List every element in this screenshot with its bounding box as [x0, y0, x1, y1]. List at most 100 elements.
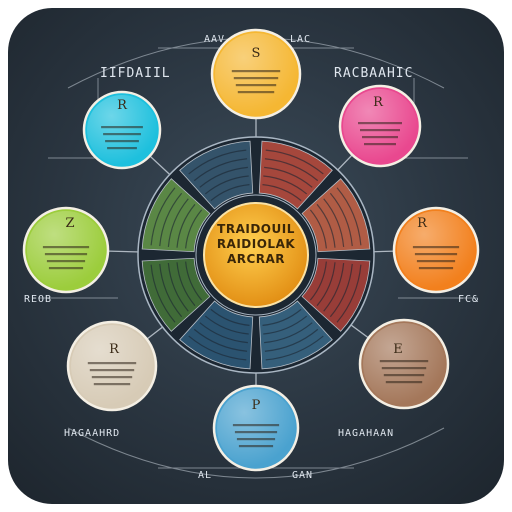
diagram-card: TRAIDOUIL RAIDIOLAK ARCRAR S R R E P R Z…	[8, 8, 504, 504]
center-line-1: TRAIDOUIL	[217, 222, 295, 236]
node-text-line	[418, 267, 454, 270]
annotation-top-left-small: AAV	[204, 34, 226, 45]
node-text-line	[44, 253, 88, 256]
node-shine	[343, 89, 417, 163]
annotation-top-right-small: LAC	[290, 34, 312, 45]
annotation-bottom-right-ref: FC&	[458, 294, 480, 305]
node-text-line	[379, 360, 429, 363]
segment-texture	[159, 263, 183, 318]
annotation-bottom-left-label: HAGAAHRD	[64, 428, 121, 439]
segment-texture	[150, 264, 176, 323]
segment-texture	[188, 335, 247, 361]
node-text-line	[46, 260, 86, 263]
segment-texture	[323, 198, 345, 247]
wheel-segment	[179, 140, 254, 210]
wheel-segment	[258, 300, 333, 370]
node-glyph-top-right: R	[373, 95, 383, 110]
wheel-segments	[141, 140, 371, 370]
segment-texture	[210, 184, 250, 202]
node-text-line	[48, 267, 84, 270]
annotation-bottom-left-small: AL	[198, 470, 213, 481]
segment-texture	[185, 209, 203, 249]
segment-texture	[167, 198, 189, 247]
segment-texture	[265, 335, 324, 361]
wheel-segment	[258, 140, 333, 210]
segment-texture	[204, 175, 249, 195]
node-glyph-top: S	[251, 46, 261, 61]
segment-texture	[323, 263, 345, 312]
segment-texture	[265, 149, 324, 175]
node-shine	[27, 211, 105, 289]
segment-texture	[264, 328, 319, 352]
wheel-segment	[141, 178, 211, 253]
center-label: TRAIDOUIL RAIDIOLAK ARCRAR	[206, 222, 306, 267]
node-text-line	[93, 383, 131, 386]
annotation-bottom-right-small: GAN	[292, 470, 314, 481]
node-text-line	[232, 424, 280, 427]
node-text-line	[233, 77, 279, 80]
segment-texture	[210, 308, 250, 326]
segment-texture	[193, 328, 248, 352]
segment-texture	[263, 315, 308, 335]
node-text-line	[381, 367, 427, 370]
annotation-top-left-title: IIFDAIIL	[100, 66, 171, 81]
segment-texture	[262, 308, 302, 326]
node-text-line	[105, 140, 139, 143]
segment-texture	[167, 263, 189, 312]
segment-texture	[263, 175, 308, 195]
node-text-line	[416, 260, 456, 263]
node-glyph-bottom-left: R	[109, 342, 119, 357]
node-text-line	[238, 445, 274, 448]
node-glyph-left: Z	[65, 216, 75, 231]
node-text-line	[383, 374, 425, 377]
segment-texture	[193, 158, 248, 182]
segment-texture	[150, 187, 176, 246]
node-text-line	[237, 91, 275, 94]
segment-texture	[262, 184, 302, 202]
center-circle	[203, 202, 309, 308]
node-shine	[87, 95, 157, 165]
annotation-left-ref: REOB	[24, 294, 53, 305]
node-text-line	[364, 143, 396, 146]
node-text-line	[107, 147, 137, 150]
segment-texture	[309, 209, 327, 249]
node-text-line	[362, 136, 398, 139]
segment-texture	[199, 322, 248, 344]
annotation-top-right-title: RACBAAHIC	[334, 66, 414, 81]
node-text-line	[412, 246, 460, 249]
segment-texture	[309, 261, 327, 301]
node-shine	[215, 33, 297, 115]
wheel-segment	[301, 257, 371, 332]
segment-texture	[329, 192, 353, 247]
segment-texture	[336, 187, 362, 246]
outer-nodes	[22, 28, 480, 472]
node-text-line	[101, 126, 143, 129]
node-text-line	[234, 431, 278, 434]
node-text-line	[91, 376, 133, 379]
node-text-line	[231, 70, 281, 73]
segment-texture	[188, 149, 247, 175]
segment-texture	[176, 262, 196, 307]
node-text-line	[360, 129, 400, 132]
node-text-line	[87, 362, 137, 365]
segment-texture	[264, 166, 313, 188]
segment-texture	[264, 322, 313, 344]
node-text-line	[236, 438, 276, 441]
segment-texture	[316, 262, 336, 307]
wheel-diagram	[22, 28, 480, 479]
node-glyph-bottom-right: E	[393, 342, 403, 357]
center-line-2: RAIDIOLAK	[216, 237, 296, 251]
segment-texture	[199, 166, 248, 188]
annotation-bottom-right-label: HAGAHAAN	[338, 428, 395, 439]
node-text-line	[42, 246, 90, 249]
node-glyph-right: R	[417, 216, 427, 231]
segment-texture	[176, 203, 196, 248]
segment-texture	[185, 261, 203, 301]
segment-texture	[336, 264, 362, 323]
wheel-segment	[141, 257, 211, 332]
node-glyph-top-left: R	[117, 98, 127, 113]
wheel-segment	[179, 300, 254, 370]
segment-texture	[204, 315, 249, 335]
wheel-segment	[301, 178, 371, 253]
center-line-3: ARCRAR	[226, 252, 286, 266]
